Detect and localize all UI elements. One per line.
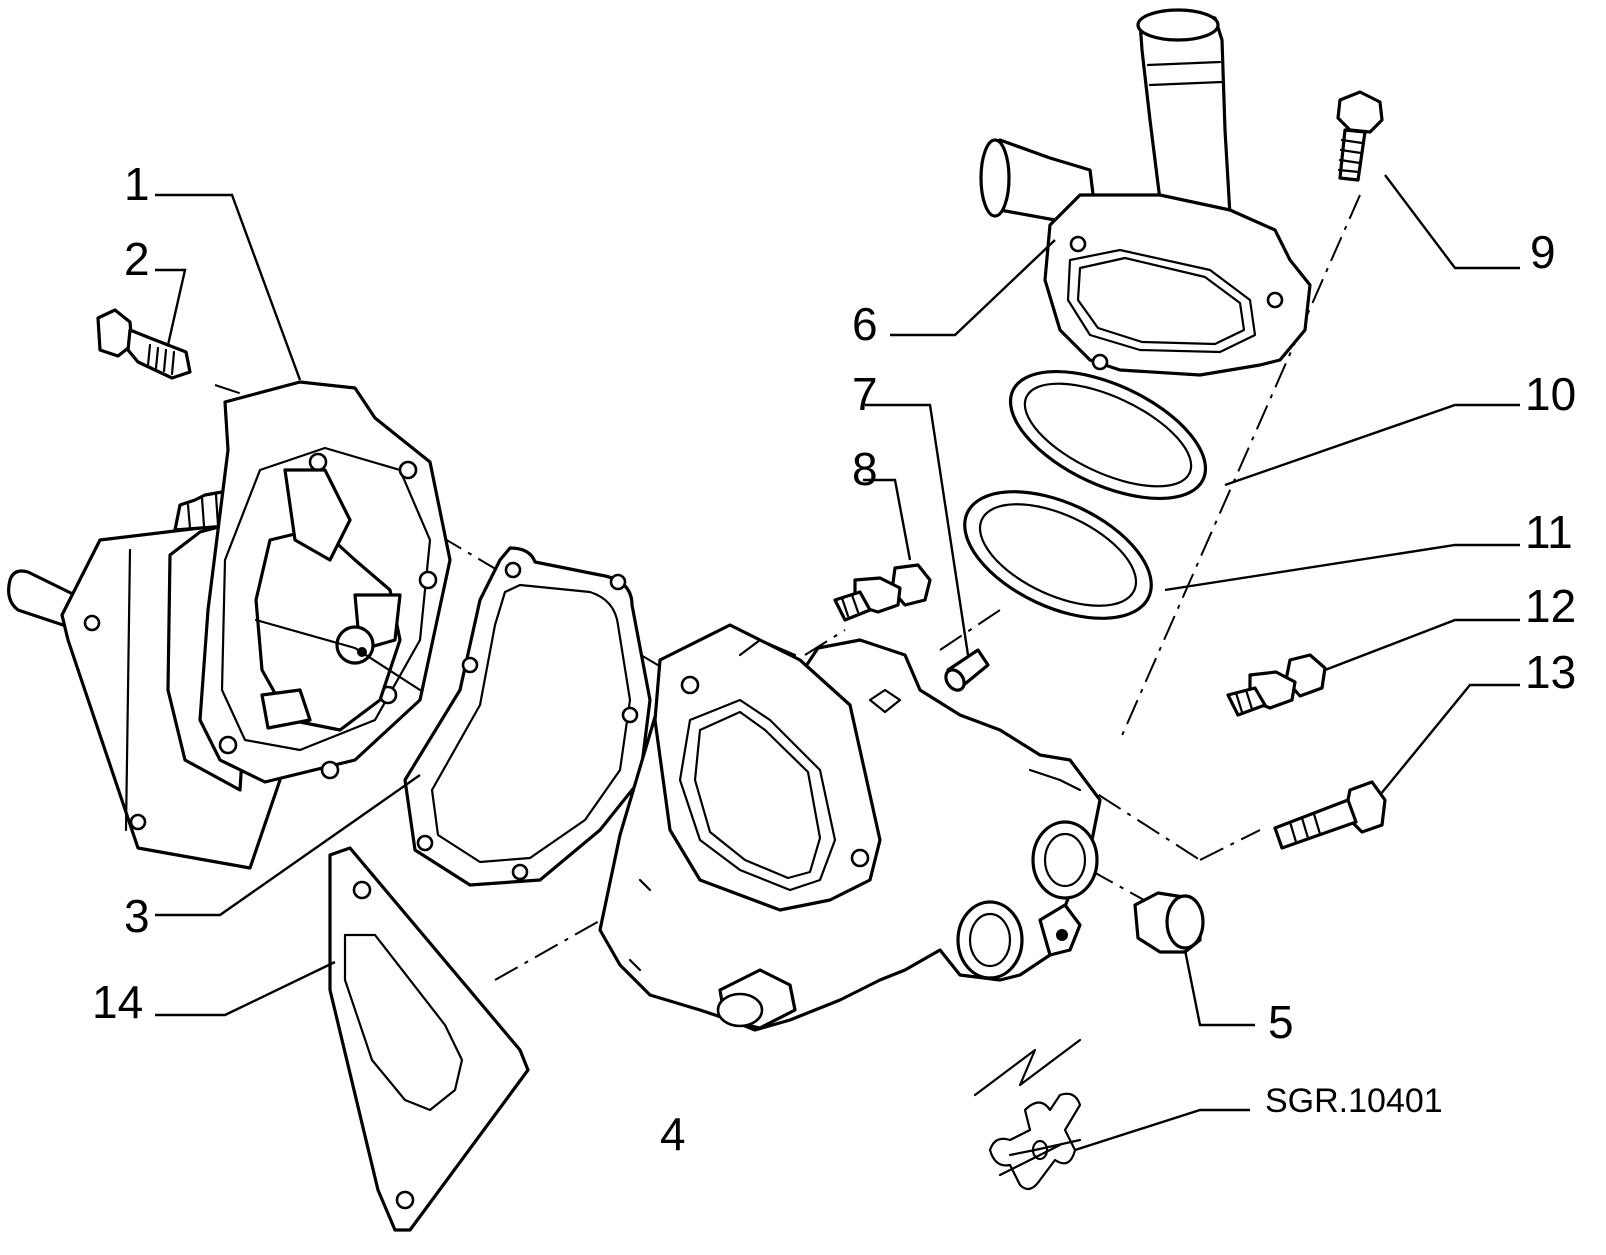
bolt-2	[96, 308, 192, 380]
bolt-12	[1226, 653, 1327, 717]
thermostat-housing-base	[598, 623, 1102, 1032]
callout-5: 5	[1268, 996, 1294, 1048]
callout-9: 9	[1530, 226, 1556, 278]
callout-7: 7	[852, 368, 878, 420]
callout-14: 14	[92, 976, 143, 1028]
water-pump-body	[7, 380, 452, 870]
bolt-13	[1273, 780, 1387, 850]
bolt-9	[1336, 90, 1384, 182]
leader-lines	[155, 174, 1520, 1152]
callout-8: 8	[852, 443, 878, 495]
bolt-8	[833, 563, 932, 622]
callout-2: 2	[124, 233, 150, 285]
reference-code: SGR.10401	[1265, 1082, 1443, 1120]
rear-gasket-plate	[328, 846, 530, 1232]
seal-ring-11	[963, 490, 1153, 620]
callout-11: 11	[1525, 506, 1573, 558]
plug-5	[1133, 891, 1205, 954]
callout-13: 13	[1525, 646, 1576, 698]
pump-gasket	[403, 546, 652, 887]
callout-labels: 1 2 3 4 5 6 7 8 9 10 11 12 13 14 SGR.104…	[92, 158, 1576, 1160]
seal-ring-10	[1008, 369, 1208, 501]
retaining-clip	[973, 1038, 1082, 1191]
thermostat-cover	[979, 8, 1312, 377]
callout-1: 1	[124, 158, 150, 210]
callout-10: 10	[1525, 368, 1576, 420]
callout-3: 3	[124, 890, 150, 942]
callout-4: 4	[660, 1108, 686, 1160]
callout-6: 6	[852, 298, 878, 350]
callout-12: 12	[1525, 580, 1576, 632]
pin-7	[944, 648, 990, 692]
